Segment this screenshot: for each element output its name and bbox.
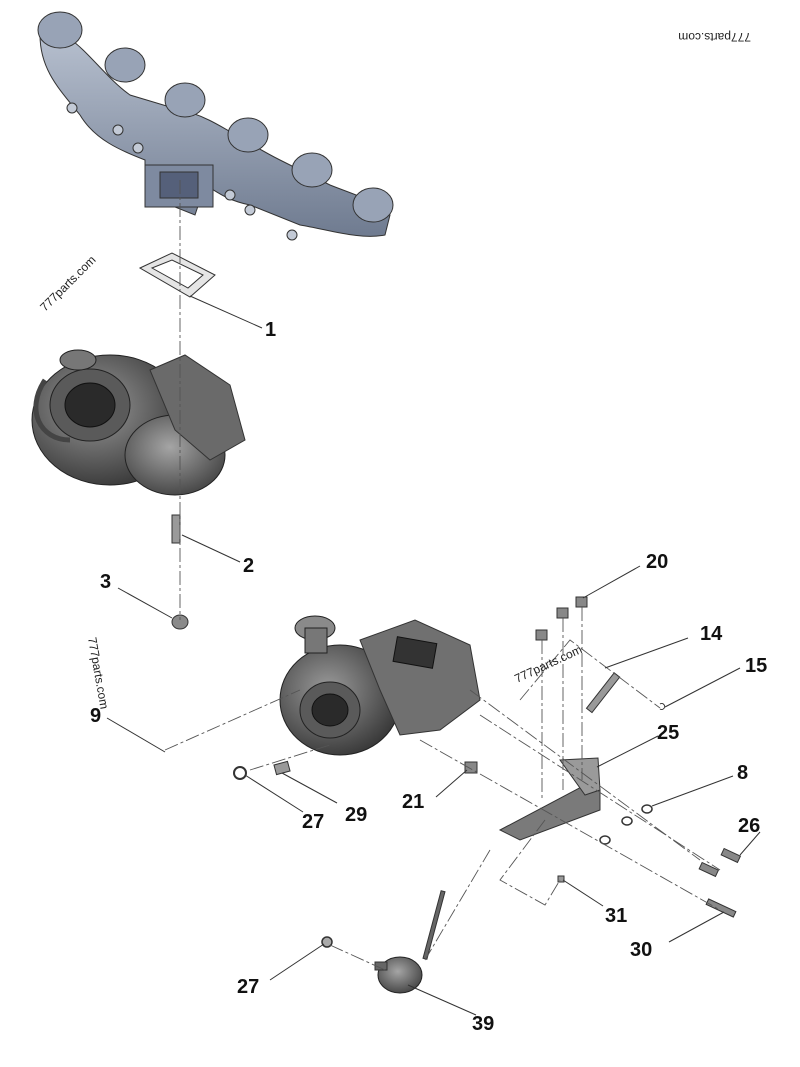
bolt-part-26-a [720, 847, 742, 864]
plug-part-3 [171, 614, 189, 630]
leader-lines [106, 295, 761, 1016]
bolt-part-26-b [698, 861, 720, 878]
pin-part-2 [171, 514, 181, 544]
callout-27-upper: 27 [302, 811, 324, 833]
bracket-part-25 [498, 757, 601, 841]
watermark-left-upper: 777parts.com [37, 253, 98, 314]
callout-25: 25 [657, 722, 679, 744]
ring-part-27-a [233, 766, 247, 780]
nut-part-20-b [556, 607, 569, 619]
callout-30: 30 [630, 939, 652, 961]
washer-part-8-c [599, 835, 611, 845]
callout-2: 2 [243, 555, 254, 577]
spacer-part-21 [464, 761, 478, 774]
callout-39: 39 [472, 1013, 494, 1035]
watermark-left-lower: 777parts.com [85, 636, 111, 710]
assembly-lines [164, 180, 721, 971]
callout-21: 21 [402, 791, 424, 813]
callout-26: 26 [738, 815, 760, 837]
nut-part-20-a [535, 629, 548, 641]
gasket-part-1 [138, 252, 216, 298]
callout-14: 14 [700, 623, 723, 645]
nut-part-20-c [575, 596, 588, 608]
turbocharger-lower [279, 615, 481, 756]
callout-1: 1 [265, 319, 276, 341]
fitting-part-29 [273, 760, 291, 776]
actuator-part-39 [374, 890, 446, 994]
clip-part-15 [659, 703, 666, 710]
ring-part-27-b [321, 936, 333, 948]
exhaust-manifold [37, 11, 394, 241]
bolt-part-30 [705, 898, 737, 918]
watermark-top-right: 777parts.com [678, 30, 751, 44]
turbocharger-upper [31, 349, 246, 496]
callout-31: 31 [605, 905, 627, 927]
callout-15: 15 [745, 655, 767, 677]
watermark-center: 777parts.com [512, 642, 584, 685]
callout-3: 3 [100, 571, 111, 593]
washer-part-8-a [641, 804, 653, 814]
washer-part-8-b [621, 816, 633, 826]
callout-9: 9 [90, 705, 101, 727]
stud-part-14 [585, 672, 621, 714]
callout-29: 29 [345, 804, 367, 826]
pin-part-31 [557, 875, 565, 883]
callout-20: 20 [646, 551, 668, 573]
callout-27-lower: 27 [237, 976, 259, 998]
callout-8: 8 [737, 762, 748, 784]
